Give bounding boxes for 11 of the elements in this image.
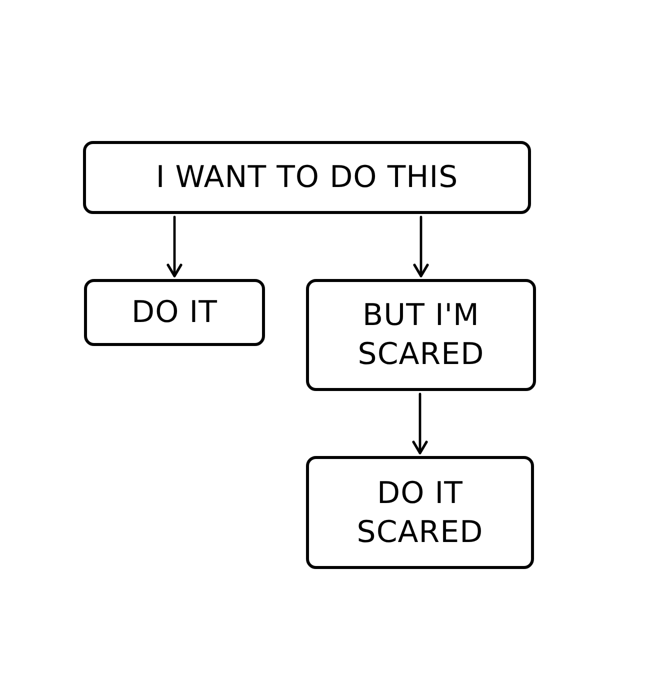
process-box (306, 279, 536, 391)
box-label: BUT I'M SCARED (356, 297, 486, 374)
arrow (166, 216, 182, 278)
box-label: DO IT (132, 294, 218, 332)
process-box (84, 279, 265, 346)
box-label: I WANT TO DO THIS (156, 159, 458, 197)
box-label: DO IT SCARED (356, 474, 484, 552)
arrow (413, 216, 429, 278)
process-box (306, 456, 534, 569)
process-box (83, 141, 531, 214)
arrow (412, 392, 428, 454)
